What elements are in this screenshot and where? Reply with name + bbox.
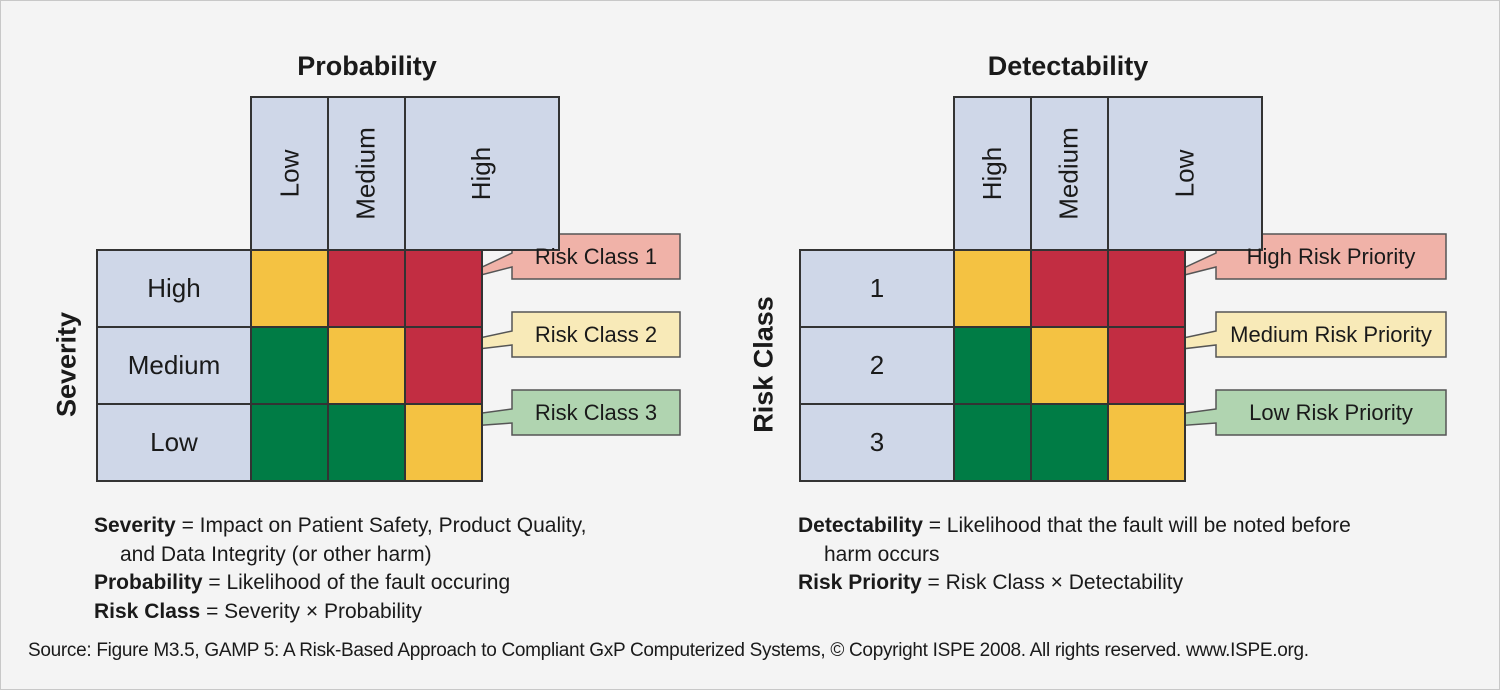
right-risk-cell-low <box>953 326 1032 405</box>
right-column-header: Medium <box>1030 96 1109 251</box>
risk-class-axis-label: Risk Class <box>748 296 779 433</box>
right-row-header: 2 <box>799 326 955 405</box>
right-column-header: High <box>953 96 1032 251</box>
left-column-header: Medium <box>327 96 406 251</box>
right-note-line: Risk Priority = Risk Class × Detectabili… <box>798 569 1351 598</box>
left-row-header: High <box>96 249 252 328</box>
left-callout-shape <box>445 233 681 285</box>
right-row-header: 1 <box>799 249 955 328</box>
left-row-label: Medium <box>127 350 221 380</box>
right-risk-cell-medium <box>1030 326 1109 405</box>
right-note-line: Detectability = Likelihood that the faul… <box>798 512 1351 541</box>
right-callout-label: Low Risk Priority <box>1249 399 1413 425</box>
right-note-definition: = Likelihood that the fault will be note… <box>922 514 1351 537</box>
right-note-continuation: harm occurs <box>824 542 940 566</box>
right-note-definition: = Risk Class × Detectability <box>921 571 1184 594</box>
left-risk-cell-low <box>250 403 329 482</box>
left-note-term: Probability <box>94 571 203 594</box>
left-row-label: High <box>147 273 201 303</box>
source-caption: Source: Figure M3.5, GAMP 5: A Risk-Base… <box>28 640 1309 661</box>
right-risk-cell-high <box>1107 326 1186 405</box>
right-notes: Detectability = Likelihood that the faul… <box>798 512 1351 598</box>
right-note-term: Risk Priority <box>798 571 922 594</box>
left-note-definition: = Impact on Patient Safety, Product Qual… <box>175 514 587 537</box>
right-risk-cell-low <box>1030 403 1109 482</box>
left-note-line: Severity = Impact on Patient Safety, Pro… <box>94 512 586 541</box>
right-callout-label: High Risk Priority <box>1246 243 1416 269</box>
left-risk-cell-high <box>327 249 406 328</box>
left-column-header: High <box>404 96 560 251</box>
right-risk-cell-high <box>1107 249 1186 328</box>
left-callout-label: Risk Class 3 <box>534 399 658 425</box>
severity-axis-label: Severity <box>51 311 82 418</box>
left-notes: Severity = Impact on Patient Safety, Pro… <box>94 512 586 626</box>
left-risk-cell-high <box>404 249 483 328</box>
left-risk-cell-high <box>404 326 483 405</box>
right-column-label: Medium <box>1054 127 1085 220</box>
left-risk-cell-low <box>250 326 329 405</box>
right-risk-cell-high <box>1030 249 1109 328</box>
left-callout-label: Risk Class 1 <box>534 243 658 269</box>
left-note-line: Probability = Likelihood of the fault oc… <box>94 569 586 598</box>
left-row-header: Medium <box>96 326 252 405</box>
right-risk-cell-medium <box>1107 403 1186 482</box>
right-column-label: High <box>976 146 1007 201</box>
left-column-header: Low <box>250 96 329 251</box>
left-note-definition: = Severity × Probability <box>200 599 423 623</box>
right-callout-label: Medium Risk Priority <box>1230 321 1432 347</box>
right-row-label: 2 <box>869 350 885 380</box>
right-risk-cell-low <box>953 403 1032 482</box>
left-risk-cell-low <box>327 403 406 482</box>
left-risk-cell-medium <box>327 326 406 405</box>
left-note-term: Risk Class <box>94 599 201 623</box>
right-row-label: 3 <box>869 427 885 457</box>
left-column-label: Medium <box>351 127 382 220</box>
left-risk-cell-medium <box>250 249 329 328</box>
right-column-label: Low <box>1169 149 1200 198</box>
right-risk-cell-medium <box>953 249 1032 328</box>
probability-title: Probability <box>297 51 437 81</box>
left-column-label: High <box>466 146 497 201</box>
right-row-header: 3 <box>799 403 955 482</box>
left-note-definition: = Likelihood of the fault occuring <box>202 571 511 594</box>
left-note-term: Severity <box>94 514 176 537</box>
left-row-label: Low <box>150 427 198 457</box>
right-row-label: 1 <box>869 273 885 303</box>
left-row-header: Low <box>96 403 252 482</box>
detectability-title: Detectability <box>987 51 1149 81</box>
left-callout-label: Risk Class 2 <box>534 321 658 347</box>
right-column-header: Low <box>1107 96 1263 251</box>
left-note-line: Risk Class = Severity × Probability <box>94 598 586 627</box>
left-risk-cell-medium <box>404 403 483 482</box>
right-note-term: Detectability <box>798 514 923 537</box>
left-column-label: Low <box>273 149 304 198</box>
left-note-continuation: and Data Integrity (or other harm) <box>120 542 432 566</box>
